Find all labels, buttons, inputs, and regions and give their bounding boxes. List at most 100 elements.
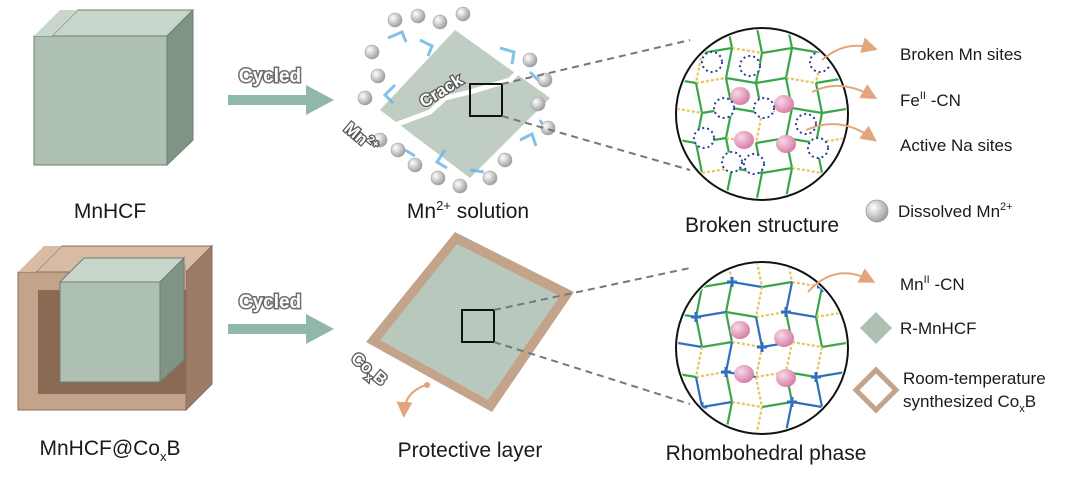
callout-arrow-active-na [805, 123, 877, 142]
lattice-bond [666, 312, 672, 342]
callout-arrow-mn-cn [807, 268, 876, 293]
broken-mn-site [795, 113, 817, 135]
broken-mn-site [753, 97, 775, 119]
zoom-box-bottom [461, 309, 495, 343]
na-site [774, 329, 794, 347]
dissolved-mn-legend-icon [865, 199, 889, 223]
lattice-bond [844, 167, 846, 198]
broken-mn-site [701, 51, 723, 73]
lattice-bond [816, 252, 846, 257]
mn-ion-label: Mn2+ [339, 117, 383, 157]
lattice-bond [731, 400, 763, 409]
lattice-bond [666, 402, 672, 432]
mn-ions-top [357, 6, 556, 194]
mn-ion [432, 14, 448, 30]
lattice-bond [815, 196, 846, 198]
cycled-arrow-bottom [228, 314, 334, 344]
lattice-bond [731, 46, 763, 55]
mn-ion [390, 142, 406, 158]
svg-text:Mn2+: Mn2+ [340, 118, 381, 157]
lattice-bond [694, 142, 704, 174]
mn-ion [357, 90, 373, 106]
lattice-bond [678, 430, 697, 432]
lattice-bond [844, 401, 846, 432]
broken-mn-site [739, 55, 761, 77]
protected-particle [366, 232, 574, 412]
lattice-bond [726, 18, 756, 23]
lattice-bond [821, 340, 846, 349]
mn-ion [537, 72, 553, 88]
lattice-bond [666, 252, 696, 257]
lattice-bond [666, 342, 672, 372]
lattice-bond [726, 252, 756, 257]
lattice-bond [725, 76, 757, 85]
mn-ion [372, 132, 388, 148]
lattice-bond [784, 107, 794, 139]
mn-ion [430, 170, 446, 186]
zoom-box-top [469, 83, 503, 117]
lattice-bond [784, 341, 794, 373]
broken-mn-site [693, 127, 715, 149]
mn-ion [482, 170, 498, 186]
mnhcf-cube [33, 8, 195, 167]
zoom-line-bottom-lower [493, 341, 691, 405]
mn-ion [522, 52, 538, 68]
mn-ion [407, 157, 423, 173]
lattice-bond [666, 48, 672, 78]
lattice-bond [678, 46, 703, 55]
broken-mn-site [721, 151, 743, 173]
lattice-bond [678, 106, 703, 115]
lattice-bond [754, 172, 764, 198]
lattice-bond [695, 76, 727, 85]
lattice-bond [694, 264, 704, 288]
mnhcf-coxb-cube [17, 244, 214, 412]
lattice-bond [754, 30, 764, 54]
lattice-bond [791, 340, 823, 349]
lattice-bond [816, 18, 846, 23]
lattice-bond [821, 106, 846, 115]
cracked-particle [380, 30, 550, 178]
svg-text:CoxB: CoxB [345, 349, 391, 393]
lattice-bond [694, 30, 704, 54]
lattice-bond [666, 108, 672, 138]
room-temp-label-line1: Room-temperature [903, 369, 1046, 388]
mn-ion [364, 44, 380, 60]
broken-structure-title: Broken structure [685, 214, 839, 237]
lattice-bond [666, 168, 672, 198]
lattice-bond [694, 52, 704, 84]
lattice-bond [784, 167, 794, 198]
zoom-line-top-upper [501, 39, 691, 85]
lattice-bond [844, 47, 846, 79]
mn-cn-label: MnII -CN [900, 274, 965, 294]
lattice-bond [695, 430, 727, 432]
lattice-bond [678, 280, 703, 289]
callout-arrow-fe-cn [811, 84, 878, 99]
lattice-bond [696, 18, 726, 23]
na-site [730, 321, 750, 339]
lattice-bond [754, 264, 764, 288]
broken-mn-site [713, 97, 735, 119]
lattice-bond [785, 196, 817, 198]
lattice-bond [678, 340, 703, 349]
na-site [776, 135, 796, 153]
rhombohedral-phase-title: Rhombohedral phase [666, 442, 867, 465]
lattice-bond [754, 112, 764, 144]
r-mnhcf-legend-icon [860, 312, 892, 344]
lattice-bond [754, 286, 764, 318]
broken-mn-site [807, 137, 829, 159]
lattice-bond [786, 252, 816, 257]
lattice-bond [821, 280, 846, 289]
protective-layer-label: Protective layer [398, 439, 543, 462]
lattice-bond [724, 47, 734, 79]
lattice-bond [666, 78, 672, 108]
na-site [774, 95, 794, 113]
lattice-bond [694, 82, 704, 114]
lattice-bond [791, 106, 823, 115]
lattice-bond [701, 340, 733, 349]
coxb-coating-label: CoxB [345, 347, 392, 393]
lattice-bond [666, 282, 672, 312]
lattice-bond [761, 280, 793, 289]
broken-mn-sites-label: Broken Mn sites [900, 45, 1022, 64]
lattice-bond [785, 76, 817, 85]
r-mnhcf-legend-label: R-MnHCF [900, 319, 977, 338]
